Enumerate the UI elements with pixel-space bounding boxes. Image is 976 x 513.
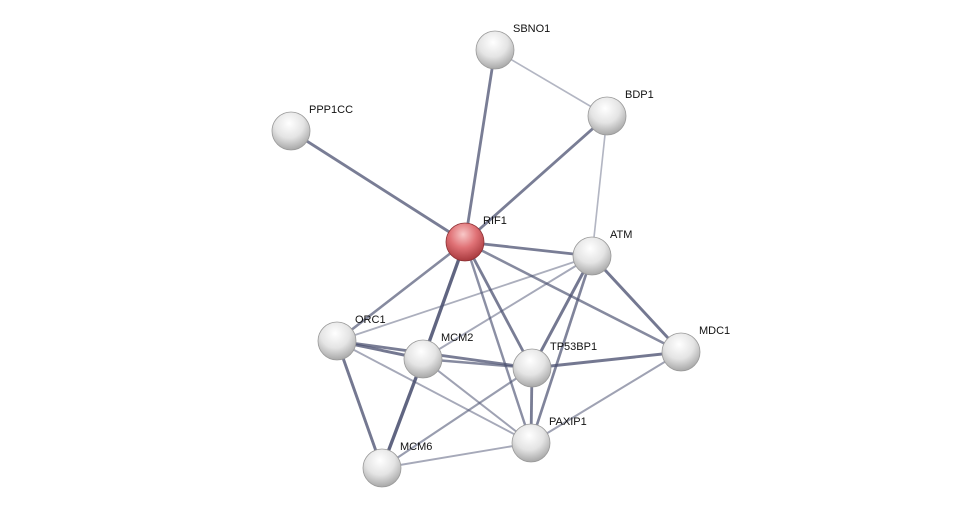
node-atm[interactable]: ATM — [572, 229, 632, 276]
edge-bdp1-atm[interactable] — [591, 115, 608, 257]
edge-bdp1-rif1[interactable] — [464, 114, 608, 244]
node-circle[interactable] — [587, 96, 627, 136]
edge-sbno1-bdp1[interactable] — [494, 49, 608, 117]
node-label: MCM6 — [400, 441, 432, 453]
edge-mcm6-paxip1[interactable] — [381, 442, 532, 469]
node-label: MDC1 — [699, 325, 730, 337]
edge-mdc1-paxip1[interactable] — [530, 351, 682, 444]
edge-rif1-tp53bp1[interactable] — [463, 241, 534, 369]
edge-atm-mdc1[interactable] — [590, 254, 683, 354]
edge-atm-paxip1[interactable] — [529, 255, 594, 444]
node-rif1[interactable]: RIF1 — [445, 215, 507, 262]
node-paxip1[interactable]: PAXIP1 — [511, 416, 587, 463]
node-bdp1[interactable]: BDP1 — [587, 89, 654, 136]
edge-atm-orc1[interactable] — [336, 255, 593, 342]
edge-mcm6-tp53bp1[interactable] — [381, 367, 533, 469]
node-orc1[interactable]: ORC1 — [317, 314, 386, 361]
node-sbno1[interactable]: SBNO1 — [475, 23, 550, 70]
node-circle[interactable] — [317, 321, 357, 361]
node-label: ORC1 — [355, 314, 386, 326]
query-node-circle[interactable] — [445, 222, 485, 262]
node-circle[interactable] — [572, 236, 612, 276]
node-tp53bp1[interactable]: TP53BP1 — [512, 341, 597, 388]
edge-mcm2-mcm6[interactable] — [380, 358, 425, 469]
edge-orc1-mcm6[interactable] — [335, 340, 384, 469]
node-ppp1cc[interactable]: PPP1CC — [271, 104, 353, 151]
node-circle[interactable] — [511, 423, 551, 463]
edge-rif1-paxip1[interactable] — [463, 241, 533, 444]
edge-sbno1-rif1[interactable] — [463, 49, 497, 243]
node-label: PAXIP1 — [549, 416, 587, 428]
edge-atm-mcm2[interactable] — [422, 255, 593, 360]
node-mcm6[interactable]: MCM6 — [362, 441, 432, 488]
node-label: RIF1 — [483, 215, 507, 227]
edge-mdc1-tp53bp1[interactable] — [531, 350, 682, 370]
node-circle[interactable] — [512, 348, 552, 388]
edge-rif1-atm[interactable] — [464, 240, 593, 258]
node-label: PPP1CC — [309, 104, 353, 116]
edge-rif1-mcm2[interactable] — [421, 241, 467, 360]
edges-layer — [290, 49, 683, 469]
node-label: TP53BP1 — [550, 341, 597, 353]
node-circle[interactable] — [271, 111, 311, 151]
node-label: ATM — [610, 229, 632, 241]
node-label: MCM2 — [441, 332, 473, 344]
node-mdc1[interactable]: MDC1 — [661, 325, 730, 372]
edge-ppp1cc-rif1[interactable] — [290, 129, 466, 244]
node-circle[interactable] — [475, 30, 515, 70]
edge-rif1-mdc1[interactable] — [464, 240, 682, 354]
edge-rif1-orc1[interactable] — [336, 240, 466, 343]
node-circle[interactable] — [362, 448, 402, 488]
node-label: SBNO1 — [513, 23, 550, 35]
edge-orc1-paxip1[interactable] — [336, 340, 532, 444]
edge-mcm2-paxip1[interactable] — [422, 358, 532, 444]
node-mcm2[interactable]: MCM2 — [403, 332, 473, 379]
node-circle[interactable] — [661, 332, 701, 372]
node-label: BDP1 — [625, 89, 654, 101]
edge-atm-tp53bp1[interactable] — [530, 255, 594, 369]
node-circle[interactable] — [403, 339, 443, 379]
